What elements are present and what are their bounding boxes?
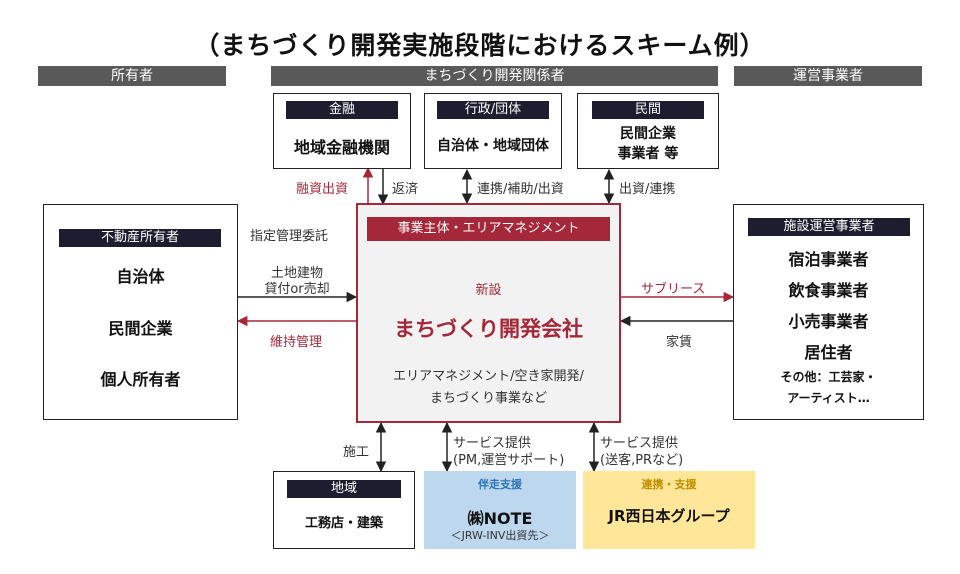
support-company: ㈱NOTE <box>467 509 533 528</box>
construction-label: 施工 <box>343 445 370 460</box>
support-sub: ＜JRW-INV出資先＞ <box>450 529 550 542</box>
service1-label-line2: (PM,運営サポート) <box>453 453 565 468</box>
central-company-new-label: 新設 <box>475 283 502 298</box>
service2-label-line1: サービス提供 <box>600 436 679 451</box>
central-company-desc-line2: まちづくり事業など <box>429 391 547 406</box>
owner-box: 不動産所有者 自治体 民間企業 個人所有者 <box>43 204 238 420</box>
support-box: 伴走支援 ㈱NOTE ＜JRW-INV出資先＞ <box>424 471 576 549</box>
operator-item-lodging: 宿泊事業者 <box>788 250 869 269</box>
header-operator: 運営事業者 <box>734 66 922 86</box>
private-line1: 民間企業 <box>620 126 676 142</box>
private-tag: 民間 <box>592 101 704 119</box>
operator-box: 施設運営事業者 宿泊事業者 飲食事業者 小売事業者 居住者 その他：工芸家・ ア… <box>733 204 924 420</box>
header-owner: 所有者 <box>38 66 226 86</box>
owner-item-individual: 個人所有者 <box>100 370 181 389</box>
lease-label-line1: 土地建物 <box>270 266 323 281</box>
local-body: 工務店・建築 <box>304 516 383 531</box>
government-box: 行政/団体 自治体・地域団体 <box>424 93 562 169</box>
private-line2: 事業者 等 <box>617 146 679 162</box>
operator-item-retail: 小売事業者 <box>788 312 869 331</box>
operator-item-food: 飲食事業者 <box>788 281 869 300</box>
private-box: 民間 民間企業 事業者 等 <box>577 93 719 169</box>
sublease-label: サブリース <box>641 282 706 297</box>
partner-box: 連携・支援 JR西日本グループ <box>583 471 755 549</box>
central-company-tag: 事業主体・エリアマネジメント <box>367 217 610 241</box>
central-company-name: まちづくり開発会社 <box>394 317 583 341</box>
page-title: （まちづくり開発実施段階におけるスキーム例） <box>194 31 766 60</box>
owner-item-private-company: 民間企業 <box>108 319 173 338</box>
service2-label-line2: (送客,PRなど) <box>600 453 684 468</box>
finance-body: 地域金融機関 <box>293 138 390 157</box>
cooperation-label: 連携/補助/出資 <box>477 182 564 197</box>
partner-body: JR西日本グループ <box>608 507 730 525</box>
operator-other-line1: その他：工芸家・ <box>780 370 877 384</box>
lease-label-line2: 貸付or売却 <box>264 282 330 297</box>
local-tag: 地域 <box>287 480 401 498</box>
designated-management-label: 指定管理委託 <box>250 229 329 244</box>
finance-box: 金融 地域金融機関 <box>273 93 411 169</box>
local-box: 地域 工務店・建築 <box>273 471 415 549</box>
finance-tag: 金融 <box>286 101 398 119</box>
rent-label: 家賃 <box>666 335 693 350</box>
owner-item-local-gov: 自治体 <box>116 267 165 286</box>
government-body: 自治体・地域団体 <box>437 138 549 154</box>
maintenance-label: 維持管理 <box>270 335 323 350</box>
owner-tag: 不動産所有者 <box>59 229 221 247</box>
operator-other-line2: アーティスト… <box>787 391 870 405</box>
support-tag: 伴走支援 <box>478 478 522 491</box>
government-tag: 行政/団体 <box>437 101 549 119</box>
header-stakeholders: まちづくり開発関係者 <box>271 66 718 86</box>
service1-label-line1: サービス提供 <box>453 436 532 451</box>
financing-label: 融資出資 <box>296 182 349 197</box>
central-company-box: 事業主体・エリアマネジメント 新設 まちづくり開発会社 エリアマネジメント/空き… <box>356 203 621 423</box>
operator-tag: 施設運営事業者 <box>748 218 910 236</box>
partner-tag: 連携・支援 <box>641 478 697 491</box>
investment-label: 出資/連携 <box>619 182 676 197</box>
operator-item-resident: 居住者 <box>804 343 853 362</box>
repayment-label: 返済 <box>392 182 419 197</box>
central-company-desc-line1: エリアマネジメント/空き家開発/ <box>393 369 584 384</box>
